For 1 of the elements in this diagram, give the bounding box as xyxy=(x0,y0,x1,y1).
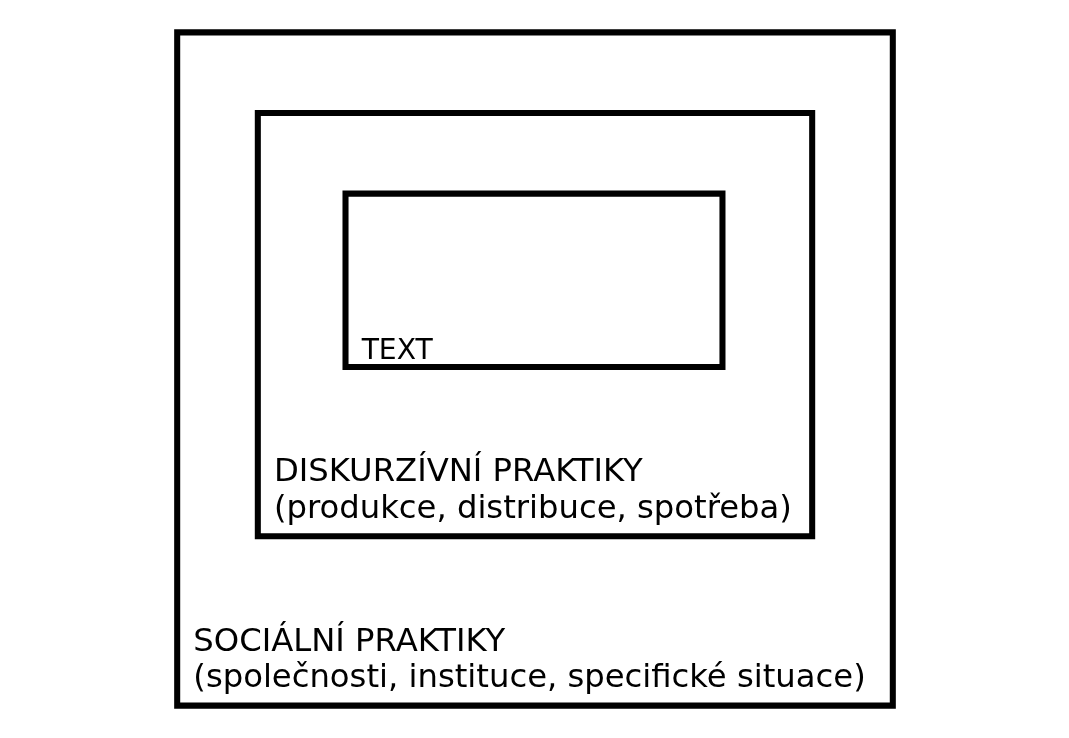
node-box: TEXT xyxy=(342,190,725,370)
